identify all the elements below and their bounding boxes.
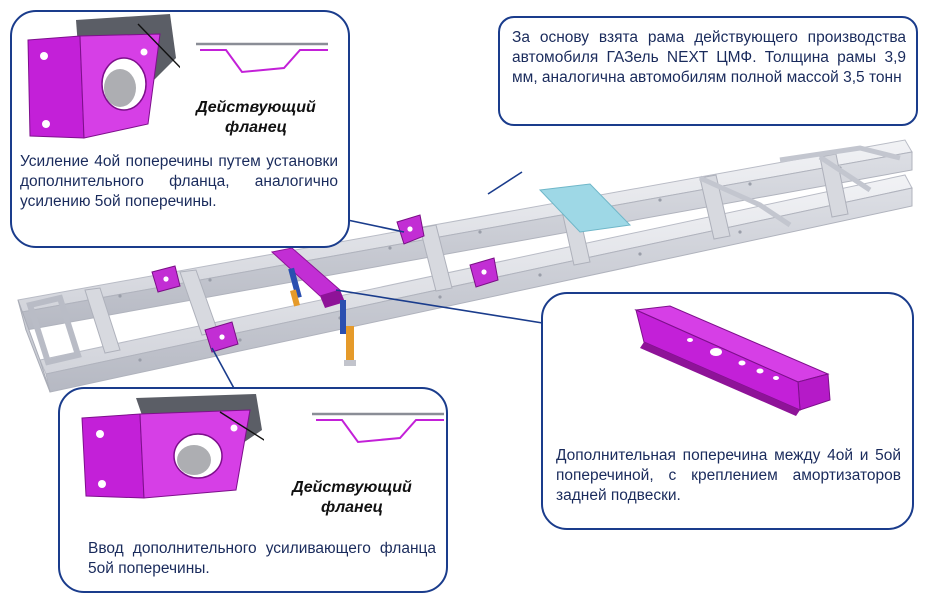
flange-part-icon [27, 14, 180, 139]
flange-label-bottom-line1: Действующий [292, 479, 412, 496]
flange-profile-icon [312, 412, 444, 444]
callout-5th-crossmember-text: Ввод дополнительного усиливающего фланца… [88, 540, 436, 577]
crossmember-part-icon [634, 305, 831, 416]
callout-base-frame-text: За основу взята рама действующего произв… [512, 29, 906, 86]
flange-profile-icon [196, 42, 328, 74]
flange-label-top-line1: Действующий [196, 99, 316, 116]
callout-additional-crossmember [541, 292, 914, 530]
flange-part-icon [81, 394, 264, 499]
callout-additional-crossmember-text: Дополнительная поперечина между 4ой и 5о… [556, 447, 901, 504]
callout-4th-crossmember-text: Усиление 4ой поперечины путем установки … [20, 153, 338, 210]
callout-base-frame [498, 16, 918, 126]
flange-label-top-line2: фланец [225, 119, 287, 136]
flange-label-bottom: Действующий фланец [272, 478, 432, 518]
flange-label-bottom-line2: фланец [321, 499, 383, 516]
flange-label-top: Действующий фланец [176, 98, 336, 138]
